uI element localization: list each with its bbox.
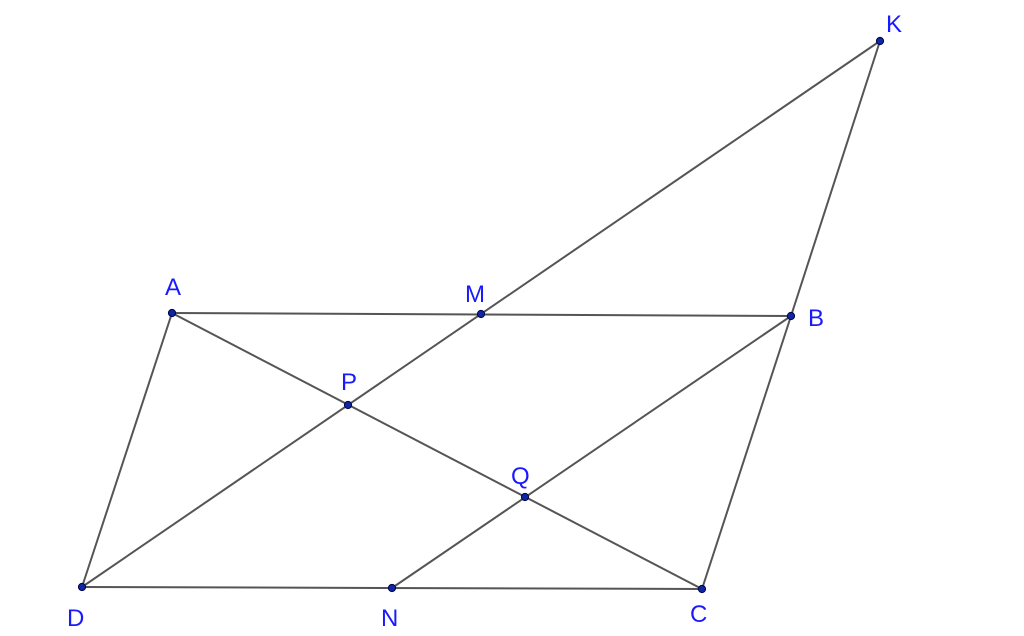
point-a: [167, 308, 177, 318]
label-n: N: [381, 605, 398, 632]
label-k: K: [886, 11, 902, 38]
point-n: [387, 583, 397, 593]
point-m: [476, 309, 486, 319]
label-m: M: [465, 281, 485, 308]
labels-layer: A B C D M N P Q K: [67, 11, 902, 632]
point-p: [343, 400, 353, 410]
segment-bc: [701, 315, 792, 590]
segment-nb: [391, 315, 792, 589]
label-b: B: [808, 305, 824, 332]
label-p: P: [341, 369, 357, 396]
point-d: [77, 582, 87, 592]
points-layer: [77, 36, 885, 594]
label-a: A: [165, 274, 181, 301]
segment-ac: [171, 312, 703, 590]
point-q: [520, 492, 530, 502]
label-d: D: [67, 605, 84, 632]
label-q: Q: [511, 463, 530, 490]
label-c: C: [690, 601, 707, 628]
point-c: [697, 584, 707, 594]
segment-bk: [790, 40, 881, 317]
point-k: [875, 36, 885, 46]
segment-ad: [81, 312, 173, 588]
point-b: [786, 311, 796, 321]
